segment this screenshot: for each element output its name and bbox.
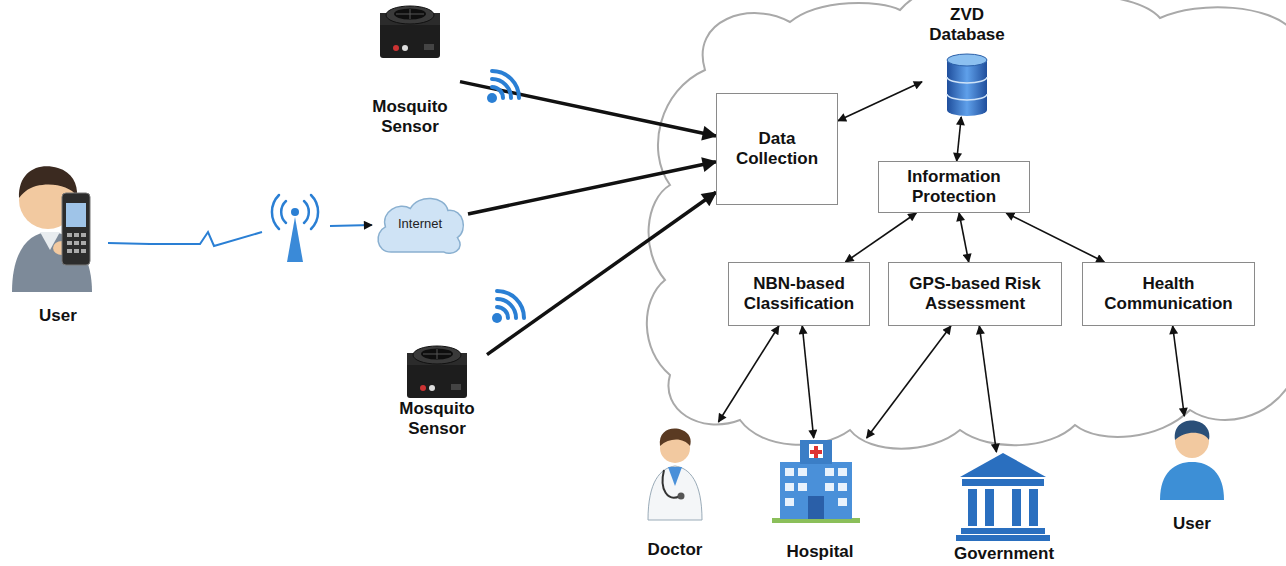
node-label: GPS-based Risk Assessment: [897, 274, 1053, 314]
cloud-outline: [647, 0, 1286, 449]
connector-arrow: [718, 326, 778, 422]
wireless-signal-icon: [492, 291, 524, 323]
node-label: Mosquito Sensor: [360, 97, 460, 137]
government-node: Government: [942, 452, 1066, 564]
connector-arrow: [460, 82, 716, 136]
user-with-phone-icon: [12, 166, 92, 292]
node-label: User: [1147, 514, 1237, 534]
node-label: Hospital: [768, 542, 872, 562]
process-box: Health Communication: [1082, 262, 1255, 326]
sensor-node: Mosquito Sensor: [360, 5, 460, 137]
connector-arrow: [1006, 213, 1104, 262]
user-node: User: [8, 158, 108, 326]
connector-arrow: [108, 225, 372, 246]
node-label: Data Collection: [725, 129, 829, 169]
process-box: GPS-based Risk Assessment: [888, 262, 1062, 326]
government-building-icon: [956, 453, 1050, 541]
connector-arrow: [957, 117, 962, 161]
process-box: Information Protection: [878, 161, 1030, 213]
node-label: Mosquito Sensor: [387, 399, 487, 439]
node-label: NBN-based Classification: [737, 274, 861, 314]
hospital-building-icon: [772, 440, 860, 523]
internet-cloud: Internet: [372, 192, 468, 256]
connector-arrow: [487, 192, 716, 354]
node-label: Doctor: [630, 540, 720, 560]
wireless-signal-icon: [487, 71, 519, 103]
connector-arrow: [867, 326, 951, 438]
node-label: Information Protection: [887, 167, 1021, 207]
connector-arrow: [845, 213, 916, 262]
hospital-node: Hospital: [768, 438, 872, 562]
node-label: Health Communication: [1091, 274, 1246, 314]
process-box: Data Collection: [716, 93, 838, 205]
doctor-node: Doctor: [630, 422, 720, 560]
connector-arrow: [979, 326, 996, 452]
sensor-node: Mosquito Sensor: [387, 341, 487, 439]
process-box: NBN-based Classification: [728, 262, 870, 326]
connector-arrow: [1173, 326, 1185, 416]
connector-arrow: [838, 82, 922, 121]
database-node: ZVD Database: [922, 5, 1012, 117]
node-label: User: [8, 306, 108, 326]
user-node: User: [1147, 416, 1237, 534]
node-label: ZVD Database: [922, 5, 1012, 45]
node-label: Government: [942, 544, 1066, 564]
node-label: Internet: [398, 216, 442, 232]
database-cylinder-icon: [947, 54, 987, 116]
connector-arrow: [959, 213, 969, 262]
mosquito-sensor-icon: [407, 346, 467, 398]
doctor-icon: [648, 429, 702, 520]
connector-arrow: [468, 162, 716, 214]
user-icon: [1160, 421, 1224, 500]
connector-arrow: [802, 326, 813, 438]
mosquito-sensor-icon: [380, 6, 440, 58]
antenna-tower-icon: [272, 195, 318, 262]
